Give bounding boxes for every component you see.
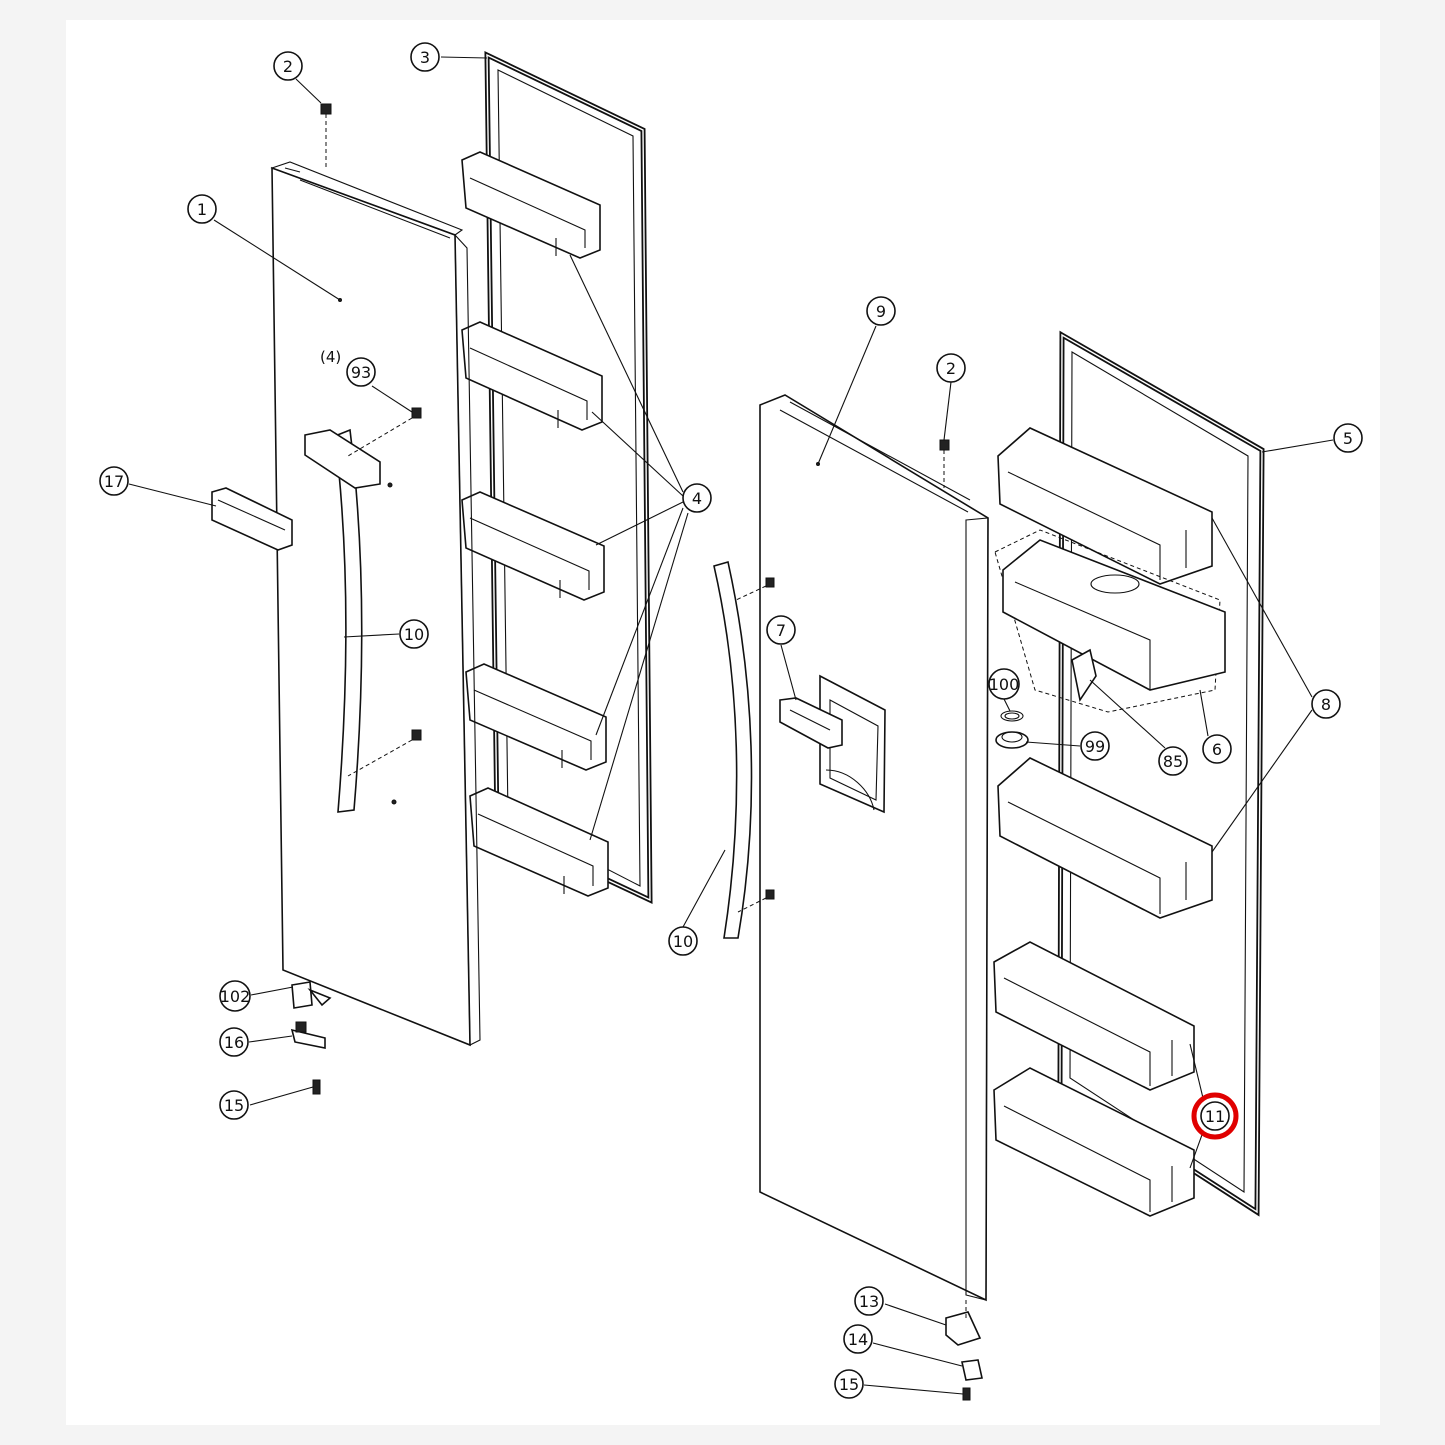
callout-label: 5 <box>1343 429 1353 448</box>
callouts: 2 3 1 93 17 10 4 102 16 15 9 2 5 7 10 8 … <box>99 42 1363 1399</box>
highlight-ring <box>1191 1092 1239 1140</box>
callout-label: 15 <box>839 1375 859 1394</box>
handle-screw <box>347 407 422 805</box>
callout-label: 2 <box>946 359 956 378</box>
callout-11-highlighted: 11 <box>1191 1092 1239 1140</box>
o-ring <box>1000 710 1024 722</box>
callout-label: 1 <box>197 200 207 219</box>
callout-label: 10 <box>673 932 693 951</box>
freezer-hinge-cap-top <box>320 103 332 168</box>
callout-10-right: 10 <box>668 926 698 956</box>
fridge-bin-1 <box>997 427 1213 585</box>
control-panel <box>211 487 293 551</box>
callout-17: 17 <box>99 466 129 496</box>
fridge-hinge-bracket <box>961 1359 983 1381</box>
callout-label: 10 <box>404 625 424 644</box>
callout-93: 93 <box>346 357 376 387</box>
valve-cap <box>995 731 1029 749</box>
callout-16-left: 16 <box>219 1027 249 1057</box>
fridge-door-bins <box>997 427 1213 919</box>
freezer-hinge-bracket <box>290 1021 326 1049</box>
callout-1: 1 <box>187 194 217 224</box>
fridge-bin-2 <box>997 757 1213 919</box>
callout-102: 102 <box>219 980 251 1012</box>
callout-label: 17 <box>104 472 124 491</box>
freezer-lower-hinge <box>291 981 332 1009</box>
callout-label: 3 <box>420 48 430 67</box>
callout-13: 13 <box>854 1286 884 1316</box>
callout-label: 4 <box>692 489 702 508</box>
freezer-door-bins <box>461 151 609 897</box>
freezer-hinge-screw <box>312 1079 321 1095</box>
freezer-bin-2 <box>461 321 603 431</box>
callout-100: 100 <box>988 668 1020 700</box>
callout-label: 99 <box>1085 737 1105 756</box>
quantity-note: (4) <box>320 348 341 366</box>
callout-2-right: 2 <box>936 353 966 383</box>
leader-lines <box>128 56 1334 1395</box>
callout-10-left: 10 <box>399 619 429 649</box>
callout-label: 7 <box>776 621 786 640</box>
callout-label: 15 <box>224 1096 244 1115</box>
callout-label: 11 <box>1205 1107 1225 1126</box>
callout-8: 8 <box>1311 689 1341 719</box>
callout-5: 5 <box>1333 423 1363 453</box>
callout-label: 16 <box>224 1033 244 1052</box>
callout-label: 2 <box>283 57 293 76</box>
freezer-door-gasket <box>484 50 653 904</box>
callout-6: 6 <box>1202 734 1232 764</box>
freezer-bin-1 <box>461 151 601 259</box>
callout-99: 99 <box>1080 731 1110 761</box>
callout-14: 14 <box>843 1324 873 1354</box>
freezer-bin-4 <box>465 663 607 771</box>
callout-label: 102 <box>220 987 251 1006</box>
callout-85: 85 <box>1158 746 1188 776</box>
freezer-handle <box>304 428 381 813</box>
tank-fitting <box>1071 648 1097 703</box>
callout-label: 85 <box>1163 752 1183 771</box>
callout-label: 8 <box>1321 695 1331 714</box>
freezer-bin-5 <box>469 787 609 897</box>
callout-label: 9 <box>876 302 886 321</box>
callout-label: 100 <box>989 675 1020 694</box>
callout-label: 6 <box>1212 740 1222 759</box>
callout-7: 7 <box>766 615 796 645</box>
callout-3: 3 <box>410 42 440 72</box>
fridge-hinge-screw <box>962 1387 971 1401</box>
callout-label: 14 <box>848 1330 868 1349</box>
small-bin-2 <box>993 1067 1195 1217</box>
callout-4: 4 <box>682 483 712 513</box>
small-door-bins <box>993 941 1195 1217</box>
callout-15-left: 15 <box>219 1090 249 1120</box>
dispenser <box>779 674 886 814</box>
fridge-lower-hinge <box>945 1300 982 1346</box>
callout-9: 9 <box>866 296 896 326</box>
callout-15-right: 15 <box>834 1369 864 1399</box>
fridge-door <box>759 394 989 1302</box>
callout-label: 93 <box>351 363 371 382</box>
callout-2-top-left: 2 <box>273 51 303 81</box>
small-bin-1 <box>993 941 1195 1091</box>
note-text: (4) <box>320 348 341 366</box>
freezer-bin-3 <box>461 491 605 601</box>
fridge-hinge-cap-top <box>939 439 950 488</box>
freezer-door <box>270 161 481 1047</box>
callout-label: 13 <box>859 1292 879 1311</box>
fridge-handle <box>713 560 775 939</box>
water-tank-assembly <box>994 529 1226 713</box>
